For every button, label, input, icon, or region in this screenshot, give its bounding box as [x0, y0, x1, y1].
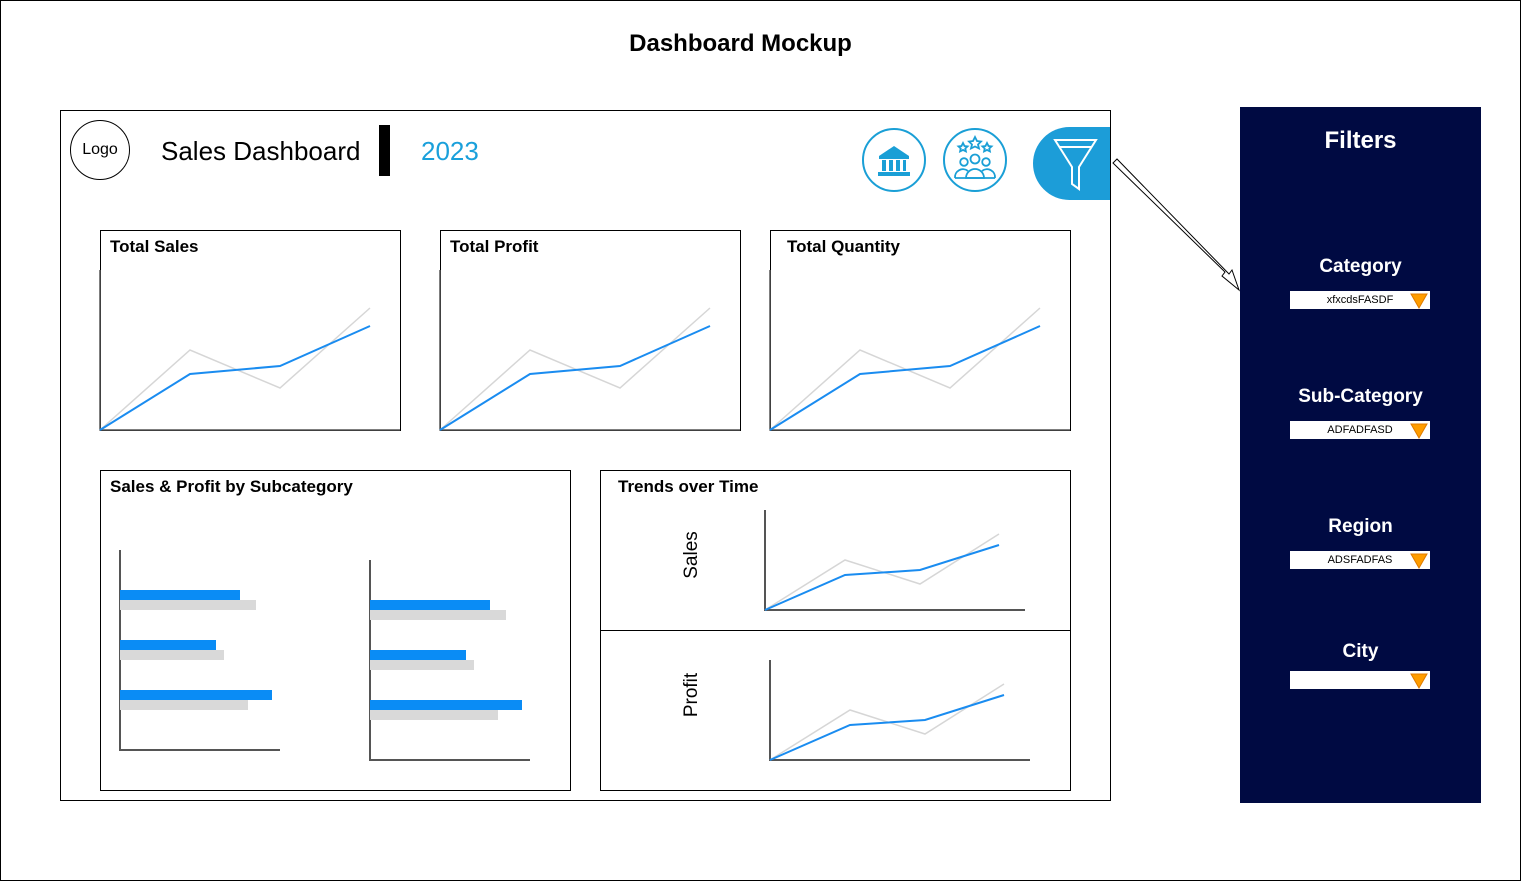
trends-title: Trends over Time: [618, 477, 759, 496]
dropdown-arrow-icon: [1410, 673, 1428, 690]
kpi-total-quantity[interactable]: [770, 230, 1071, 431]
year-label[interactable]: 2023: [421, 136, 479, 166]
funnel-icon: [1053, 139, 1098, 191]
filter-toggle-button[interactable]: [1033, 127, 1110, 200]
subcategory-title: Sales & Profit by Subcategory: [110, 477, 353, 496]
dropdown-arrow-icon: [1410, 423, 1428, 440]
axis-label-profit: Profit: [681, 672, 702, 718]
filter-label-region: Region: [1328, 516, 1393, 537]
filter-label-subcategory: Sub-Category: [1298, 386, 1423, 407]
region-dropdown[interactable]: ADSFADFAS: [1290, 551, 1430, 570]
logo[interactable]: Logo: [70, 120, 130, 180]
dashboard-title: Sales Dashboard: [161, 136, 361, 166]
filter-label-city: City: [1342, 641, 1379, 662]
axis-label-sales: Sales: [681, 531, 702, 579]
dropdown-arrow-icon: [1410, 293, 1428, 310]
bank-icon[interactable]: [862, 128, 926, 192]
kpi-title: Total Quantity: [787, 237, 901, 256]
dropdown-arrow-icon: [1410, 553, 1428, 570]
trends-profit-panel[interactable]: [600, 630, 1071, 791]
dashboard-container: [60, 110, 1111, 801]
filters-pane: Filters: [1240, 107, 1481, 803]
category-dropdown[interactable]: xfxcdsFASDF: [1290, 291, 1430, 310]
mockup-title: Dashboard Mockup: [629, 30, 852, 57]
subcategory-dropdown[interactable]: ADFADFASD: [1290, 421, 1430, 440]
filters-title: Filters: [1324, 127, 1397, 154]
people-stars-icon[interactable]: [943, 128, 1007, 192]
dropdown-value: ADSFADFAS: [1327, 554, 1393, 566]
kpi-title: Total Sales: [110, 237, 199, 256]
kpi-total-sales[interactable]: [100, 230, 401, 431]
kpi-title: Total Profit: [450, 237, 539, 256]
filter-label-category: Category: [1319, 256, 1402, 277]
title-divider: [379, 125, 390, 176]
kpi-total-profit[interactable]: [440, 230, 741, 431]
city-dropdown[interactable]: [1290, 671, 1430, 690]
subcategory-panel[interactable]: [100, 470, 571, 791]
dropdown-value: ADFADFASD: [1327, 424, 1393, 436]
dropdown-value: xfxcdsFASDF: [1326, 294, 1394, 306]
